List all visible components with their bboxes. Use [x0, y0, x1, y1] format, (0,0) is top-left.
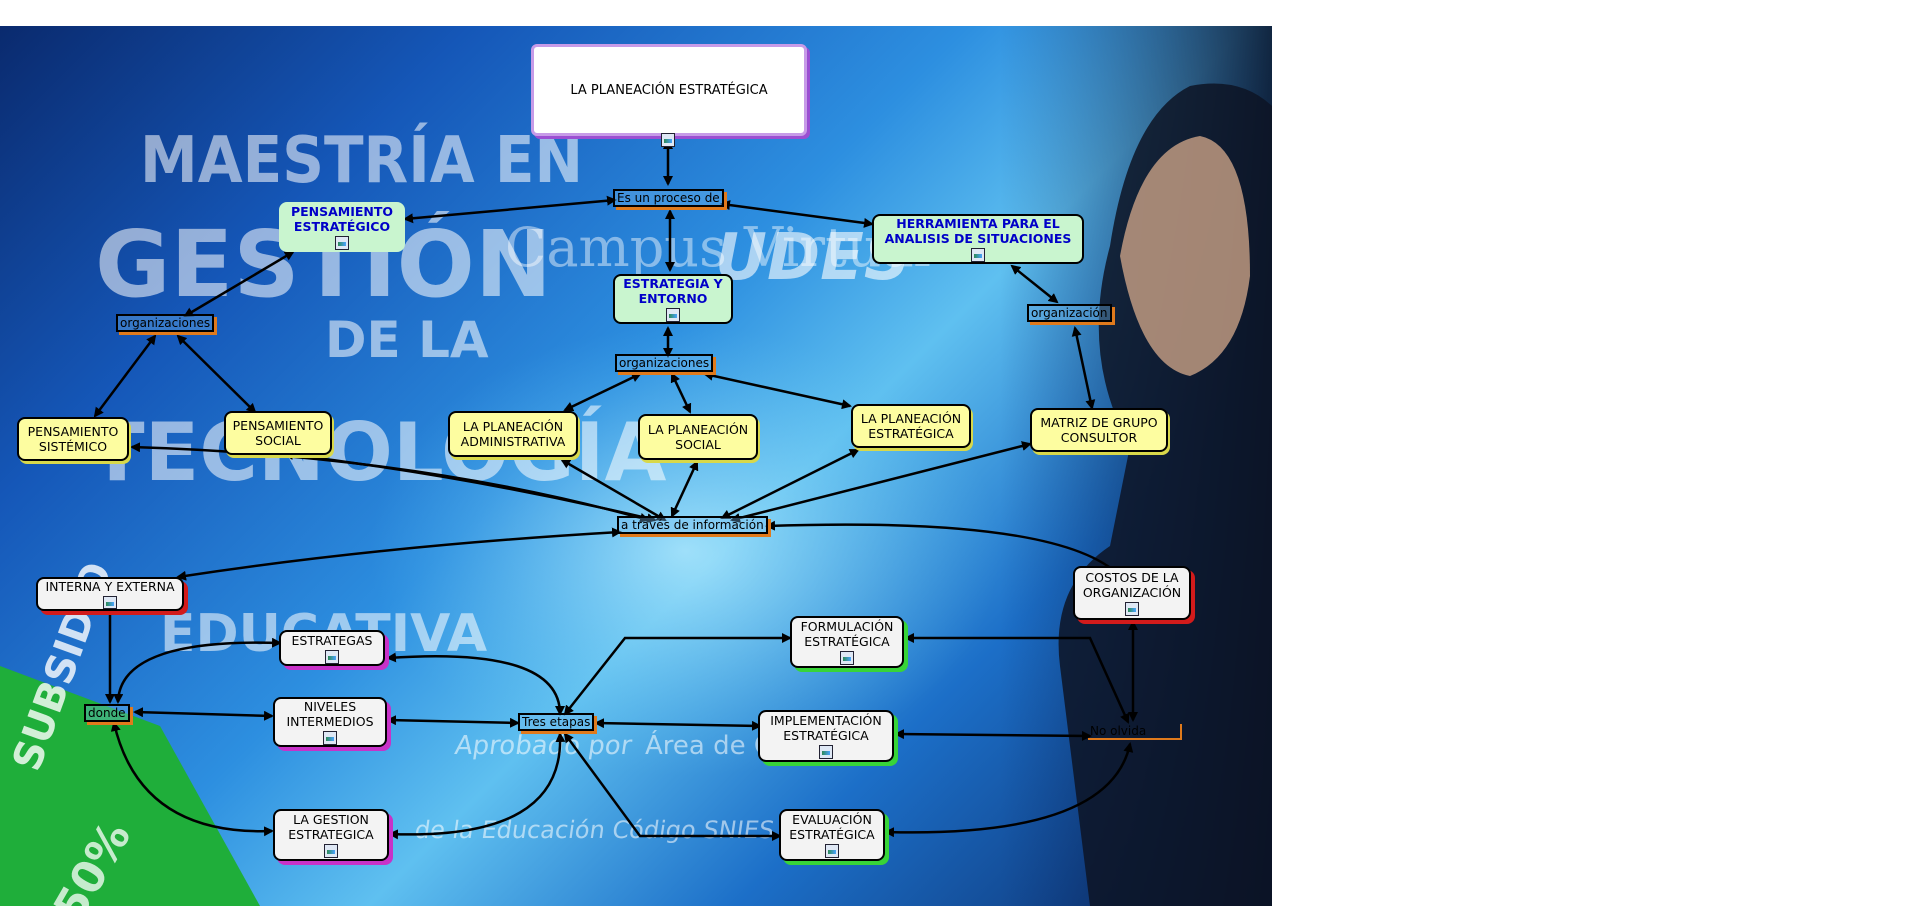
edge-atraves-matriz	[730, 441, 1032, 523]
node-estrategas-label: ESTRATEGAS	[291, 632, 373, 648]
image-resource-icon[interactable]	[819, 745, 833, 759]
edge-pensamiento-organizaciones	[183, 250, 295, 318]
edge-organizacion-matriz	[1071, 326, 1096, 410]
node-planeacion-social[interactable]: LA PLANEACIÓN SOCIAL	[638, 414, 758, 460]
node-gestion-estrategica-label: LA GESTION ESTRATEGICA	[288, 812, 374, 842]
root-concept-label: LA PLANEACIÓN ESTRATÉGICA	[570, 82, 768, 98]
node-niveles-intermedios-label: NIVELES INTERMEDIOS	[286, 699, 374, 729]
person-face	[1120, 136, 1250, 376]
node-niveles-intermedios[interactable]: NIVELES INTERMEDIOS	[273, 697, 387, 747]
image-resource-icon[interactable]	[103, 596, 117, 609]
node-costos-label: COSTOS DE LA ORGANIZACIÓN	[1082, 570, 1182, 600]
linker-organizacion-right[interactable]: organización	[1027, 304, 1112, 322]
node-pensamiento-sistemico-label: PENSAMIENTO SISTÉMICO	[27, 424, 119, 454]
node-formulacion-label: FORMULACIÓN ESTRATÉGICA	[800, 619, 894, 649]
node-estrategia-entorno-label: ESTRATEGIA Y ENTORNO	[623, 276, 723, 306]
node-planeacion-estrategica-label: LA PLANEACIÓN ESTRATÉGICA	[860, 411, 962, 441]
concept-map-canvas: MAESTRÍA EN GESTIÓN DE LA TECNOLOGÍA EDU…	[0, 26, 1272, 906]
node-pensamiento-estrategico-label: PENSAMIENTO ESTRATÉGICO	[290, 204, 394, 234]
watermark-maestria: MAESTRÍA EN	[140, 122, 584, 198]
edge-atraves-costos	[765, 520, 1122, 578]
node-planeacion-social-label: LA PLANEACIÓN SOCIAL	[647, 422, 749, 452]
edge-proceso-pensamiento	[403, 195, 617, 224]
edge-tres-implementacion	[594, 718, 762, 731]
edge-atraves-planeacion-estrategica	[720, 448, 860, 520]
edge-donde-estrategas	[113, 637, 282, 704]
linker-a-traves[interactable]: a través de información	[617, 516, 768, 534]
node-pensamiento-social[interactable]: PENSAMIENTO SOCIAL	[224, 411, 332, 455]
image-resource-icon[interactable]	[825, 844, 839, 858]
edge-atraves-sistemico	[130, 442, 650, 523]
edge-noolvida-evaluacion	[884, 742, 1134, 838]
node-costos[interactable]: COSTOS DE LA ORGANIZACIÓN	[1073, 566, 1191, 620]
node-pensamiento-estrategico[interactable]: PENSAMIENTO ESTRATÉGICO	[279, 202, 405, 252]
watermark-de-la: DE LA	[325, 311, 489, 369]
image-resource-icon[interactable]	[1125, 602, 1139, 616]
connector-layer	[93, 139, 1138, 841]
edge-noolvida-implementacion	[894, 729, 1092, 741]
edge-org-planeacion-social	[670, 372, 692, 414]
edge-atraves-pensamiento-social	[283, 449, 657, 524]
edge-gestion-tres	[388, 732, 566, 840]
image-resource-icon[interactable]	[661, 133, 675, 147]
edge-proceso-herramienta	[720, 200, 874, 228]
node-formulacion[interactable]: FORMULACIÓN ESTRATÉGICA	[790, 616, 904, 668]
edge-atraves-interna	[176, 527, 622, 581]
image-resource-icon[interactable]	[840, 651, 854, 665]
node-planeacion-administrativa-label: LA PLANEACIÓN ADMINISTRATIVA	[460, 419, 566, 449]
root-concept[interactable]: LA PLANEACIÓN ESTRATÉGICA	[531, 44, 807, 136]
node-herramienta-label: HERRAMIENTA PARA EL ANALISIS DE SITUACIO…	[884, 216, 1072, 246]
image-resource-icon[interactable]	[323, 731, 337, 745]
node-pensamiento-sistemico[interactable]: PENSAMIENTO SISTÉMICO	[17, 417, 129, 461]
edge-org-social	[176, 334, 257, 414]
edge-atraves-planeacion-social	[670, 460, 699, 518]
linker-no-olvida[interactable]: No olvida	[1088, 724, 1182, 740]
edge-org-planeacion-estrategica	[703, 370, 852, 410]
edge-org-administrativa	[563, 372, 642, 412]
edge-estrategas-tres	[386, 652, 565, 716]
node-evaluacion-label: EVALUACIÓN ESTRATÉGICA	[789, 812, 875, 842]
node-interna-externa-label: INTERNA Y EXTERNA	[45, 579, 175, 594]
linker-organizaciones-left[interactable]: organizaciones	[116, 314, 215, 332]
edge-tres-formulacion	[563, 633, 792, 716]
node-gestion-estrategica[interactable]: LA GESTION ESTRATEGICA	[273, 809, 389, 861]
image-resource-icon[interactable]	[971, 248, 985, 262]
node-interna-externa[interactable]: INTERNA Y EXTERNA	[36, 577, 184, 611]
node-planeacion-estrategica[interactable]: LA PLANEACIÓN ESTRATÉGICA	[851, 404, 971, 448]
linker-donde[interactable]: donde	[84, 704, 130, 722]
linker-es-un-proceso[interactable]: Es un proceso de	[613, 189, 724, 207]
image-resource-icon[interactable]	[324, 844, 338, 858]
node-implementacion[interactable]: IMPLEMENTACIÓN ESTRATÉGICA	[758, 710, 894, 762]
node-implementacion-label: IMPLEMENTACIÓN ESTRATÉGICA	[770, 713, 882, 743]
edge-niveles-tres	[386, 715, 520, 728]
node-evaluacion[interactable]: EVALUACIÓN ESTRATÉGICA	[779, 809, 885, 861]
edge-org-sistemico	[93, 334, 157, 418]
node-matriz[interactable]: MATRIZ DE GRUPO CONSULTOR	[1030, 408, 1168, 452]
edge-herramienta-organizacion	[1010, 264, 1059, 304]
node-pensamiento-social-label: PENSAMIENTO SOCIAL	[232, 418, 324, 448]
edge-donde-niveles	[133, 707, 274, 721]
node-estrategia-entorno[interactable]: ESTRATEGIA Y ENTORNO	[613, 274, 733, 324]
edge-tres-evaluacion	[563, 732, 782, 841]
linker-tres-etapas[interactable]: Tres etapas	[518, 713, 595, 731]
edge-noolvida-formulacion	[904, 633, 1130, 724]
image-resource-icon[interactable]	[325, 649, 339, 664]
image-resource-icon[interactable]	[335, 236, 349, 250]
node-planeacion-administrativa[interactable]: LA PLANEACIÓN ADMINISTRATIVA	[448, 411, 578, 457]
node-herramienta[interactable]: HERRAMIENTA PARA EL ANALISIS DE SITUACIO…	[872, 214, 1084, 264]
node-matriz-label: MATRIZ DE GRUPO CONSULTOR	[1040, 415, 1158, 445]
image-resource-icon[interactable]	[666, 308, 680, 322]
edge-donde-gestion	[110, 721, 274, 837]
linker-organizaciones-center[interactable]: organizaciones	[615, 354, 714, 372]
node-estrategas[interactable]: ESTRATEGAS	[279, 630, 385, 666]
